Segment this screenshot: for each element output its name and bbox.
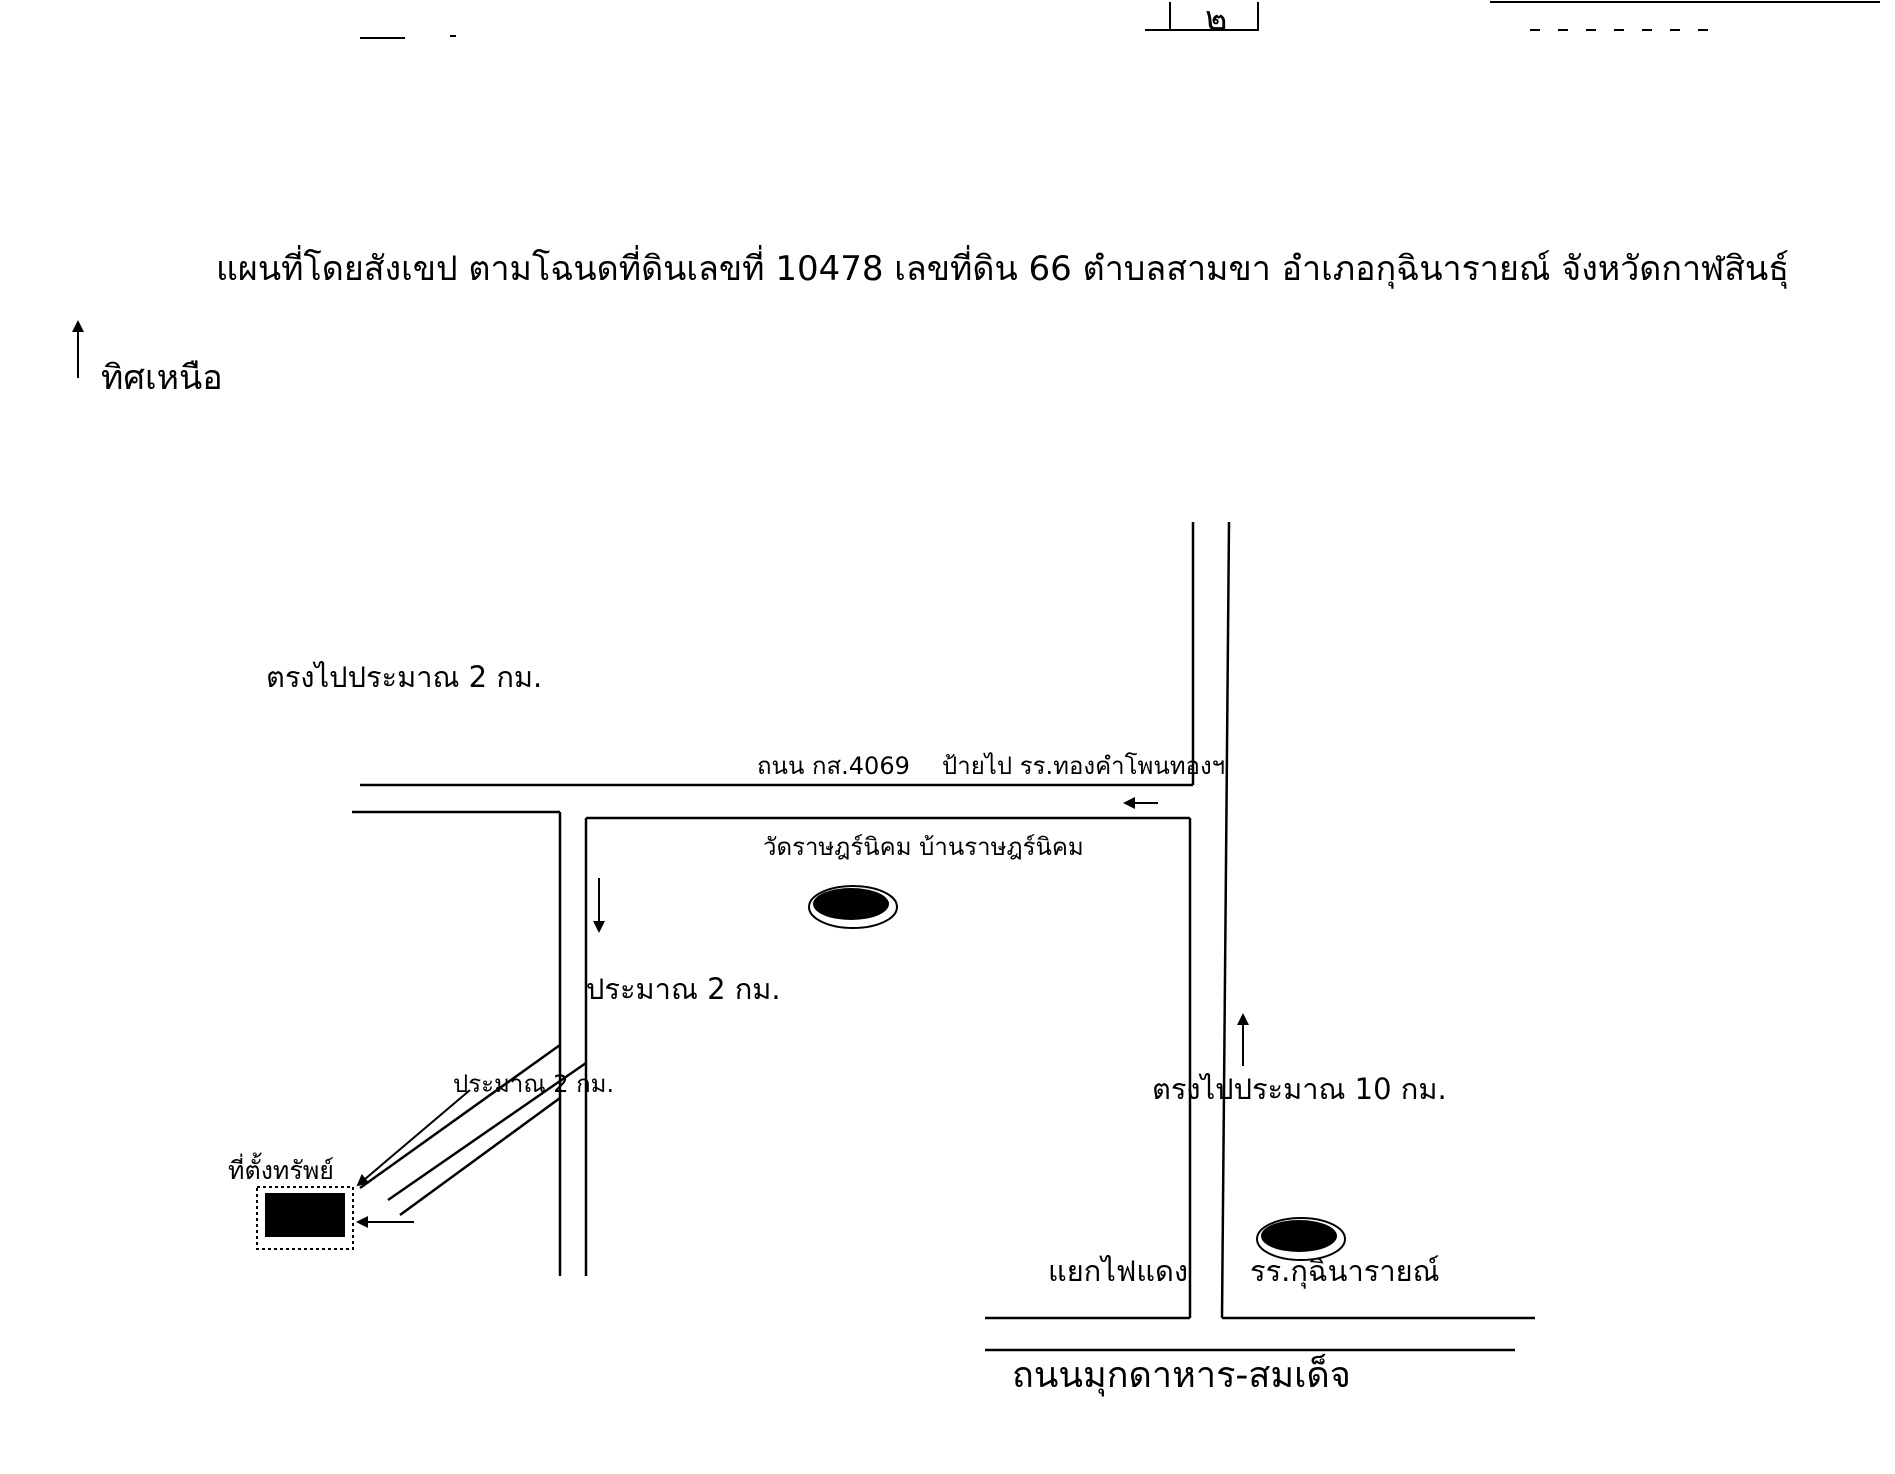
- road-lines: [352, 521, 1535, 1352]
- label-straight-10km: ตรงไปประมาณ 10 กม.: [1152, 1072, 1447, 1106]
- diag-road-3: [399, 1096, 561, 1217]
- map-title: แผนที่โดยสังเขป ตามโฉนดที่ดินเลขที่ 1047…: [216, 249, 1790, 289]
- header-marks: [360, 1, 1880, 39]
- label-sign-school: ป้ายไป รร.ทองคำโพนทองฯ: [942, 752, 1226, 780]
- north-label: ทิศเหนือ: [101, 358, 223, 398]
- arrow-diag-icon: [356, 1089, 471, 1187]
- label-straight-2km: ตรงไปประมาณ 2 กม.: [266, 660, 543, 694]
- direction-arrows: [356, 797, 1249, 1228]
- filled-rectangle-icon: [256, 1186, 354, 1250]
- label-temple: วัดราษฎร์นิคม บ้านราษฎร์นิคม: [763, 833, 1084, 861]
- main-road-east: [1220, 521, 1231, 1319]
- label-school-kuchinarai: รร.กุฉินารายณ์: [1250, 1254, 1440, 1288]
- diag-road-2: [387, 1061, 587, 1202]
- label-main-road: ถนนมุกดาหาร-สมเด็จ: [1012, 1355, 1351, 1396]
- label-traffic-light: แยกไฟแดง: [1048, 1254, 1189, 1288]
- label-approx-2km-road: ประมาณ 2 กม.: [586, 972, 781, 1006]
- label-property: ที่ตั้งทรัพย์: [228, 1156, 334, 1185]
- diag-road-1: [359, 1043, 561, 1190]
- label-road-4069: ถนน กส.4069: [757, 752, 910, 780]
- label-approx-2km-diag: ประมาณ 2 กม.: [453, 1070, 615, 1098]
- oval-landmark-icon: [808, 885, 898, 929]
- oval-landmark-icon: [1256, 1217, 1346, 1261]
- page-number: ๒: [1205, 0, 1228, 39]
